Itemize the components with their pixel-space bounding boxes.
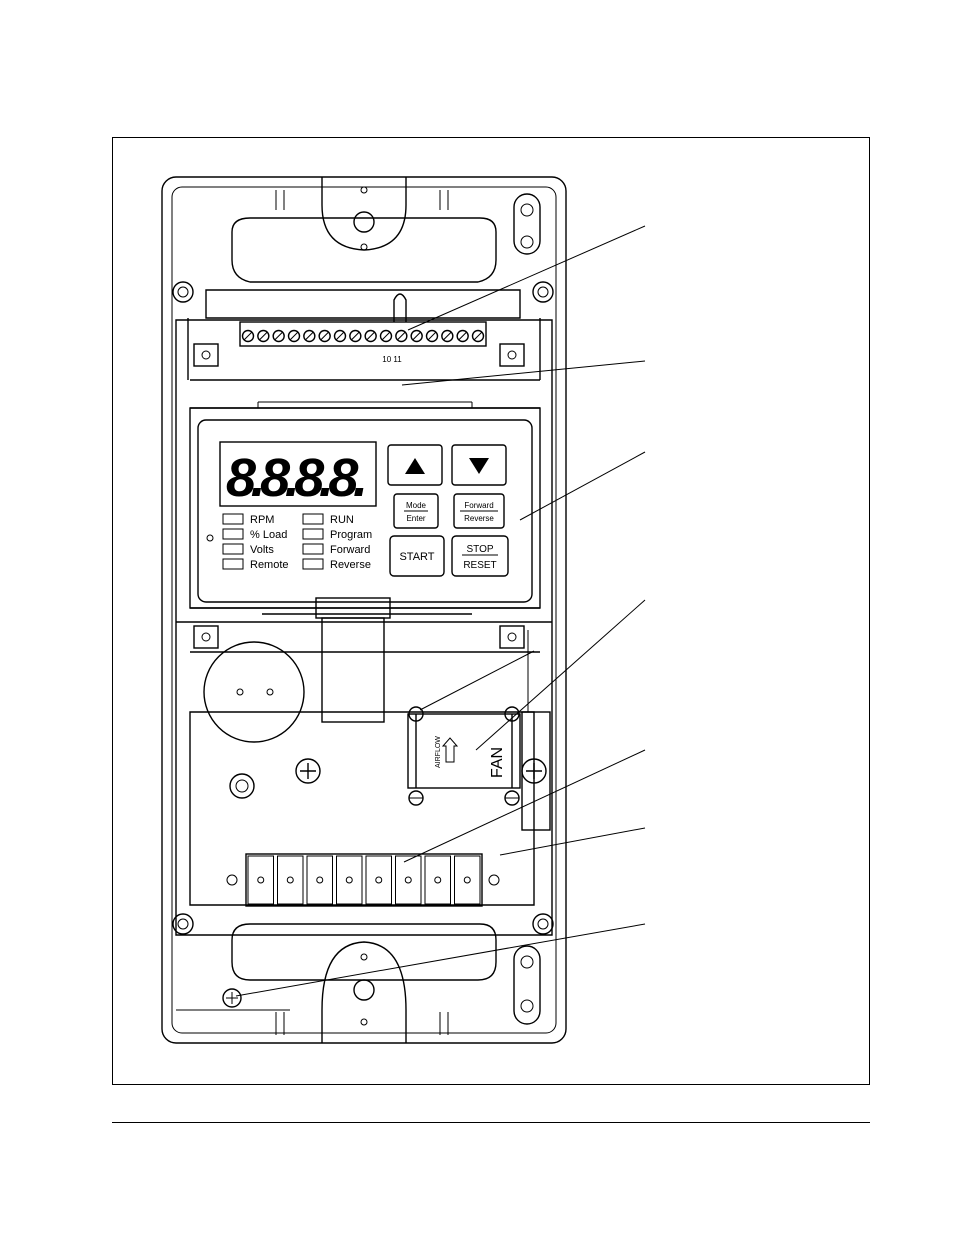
indicator-label: RPM [250, 514, 274, 526]
power-terminal [306, 855, 333, 905]
terminal-screw [471, 329, 485, 343]
indicator-label: Program [330, 529, 372, 541]
svg-text:RESET: RESET [463, 560, 496, 571]
terminal-screw [257, 329, 270, 343]
up-triangle-icon [405, 458, 425, 474]
terminal-label: 10 11 [382, 355, 402, 364]
svg-text:Mode: Mode [406, 501, 427, 510]
svg-text:Forward: Forward [464, 501, 493, 510]
power-terminal [365, 855, 392, 905]
terminal-screw [303, 329, 316, 343]
footer-rule [112, 1122, 870, 1123]
fan-airflow-label: AIRFLOW [435, 736, 442, 768]
indicator-label: % Load [250, 529, 287, 541]
terminal-screw [287, 329, 301, 343]
indicator-led: Forward [302, 543, 370, 556]
indicator-led: Reverse [302, 558, 371, 571]
power-terminal [454, 855, 481, 905]
indicator-led: RPM [222, 513, 274, 526]
down-triangle-icon [469, 458, 489, 474]
terminal-screw [349, 329, 362, 343]
callout-keypad [519, 451, 646, 521]
lower-chassis [176, 597, 552, 906]
indicator-label: Forward [330, 544, 370, 556]
power-terminal [247, 855, 274, 905]
indicator-led: RUN [302, 513, 354, 526]
terminal-screw [425, 329, 439, 343]
start-button[interactable]: START [389, 535, 445, 577]
forward-reverse-button[interactable]: Forward Reverse [453, 493, 505, 529]
indicator-label: Remote [250, 559, 289, 571]
indicator-led: Program [302, 528, 372, 541]
figure-frame [112, 137, 870, 1085]
stop-reset-button[interactable]: STOP RESET [451, 535, 509, 577]
down-button[interactable] [451, 444, 507, 486]
terminal-screw [333, 329, 347, 343]
power-terminal-block [226, 853, 500, 907]
svg-text:START: START [399, 551, 434, 563]
callout-control-terminals [407, 225, 646, 331]
indicator-led: Volts [222, 543, 274, 556]
terminal-screw [395, 329, 408, 343]
indicator-led: Remote [222, 558, 289, 571]
power-terminal [277, 855, 304, 905]
svg-text:STOP: STOP [466, 544, 493, 555]
terminal-screw [272, 329, 285, 343]
callout-ground-screw [235, 923, 646, 997]
indicator-led: % Load [222, 528, 287, 541]
fan-label: FAN [489, 747, 506, 778]
callout-leader-lines [235, 225, 646, 997]
power-terminal [395, 855, 422, 905]
callout-mounting-screw [419, 650, 535, 711]
callout-terminal-cover [401, 360, 646, 386]
enclosure-outline [161, 176, 567, 1044]
power-terminal [336, 855, 363, 905]
keypad: 8.8.8.8. RPM% LoadVoltsRemoteRUNProgramF… [189, 407, 541, 609]
terminal-screw [456, 329, 469, 343]
terminal-screw [318, 329, 331, 343]
terminal-screw [379, 329, 393, 343]
terminal-screw [410, 329, 423, 343]
terminal-screw [364, 329, 377, 343]
control-terminal-area: 10 11 [175, 289, 553, 936]
led-display: 8.8.8.8. [226, 448, 368, 508]
cooling-fan: AIRFLOW FAN [407, 706, 521, 806]
terminal-screw [241, 329, 255, 343]
indicator-label: Reverse [330, 559, 371, 571]
airflow-arrow-icon [441, 737, 459, 763]
terminal-screw [441, 329, 454, 343]
indicator-label: RUN [330, 514, 354, 526]
control-terminal-screws [241, 329, 485, 343]
power-terminal [424, 855, 451, 905]
indicator-label: Volts [250, 544, 274, 556]
svg-text:Enter: Enter [406, 514, 425, 523]
mode-enter-button[interactable]: Mode Enter [393, 493, 439, 529]
up-button[interactable] [387, 444, 443, 486]
callout-power-terminals [403, 749, 646, 863]
svg-text:Reverse: Reverse [464, 514, 494, 523]
callout-heatsink [499, 827, 646, 856]
callout-fan [475, 599, 646, 751]
